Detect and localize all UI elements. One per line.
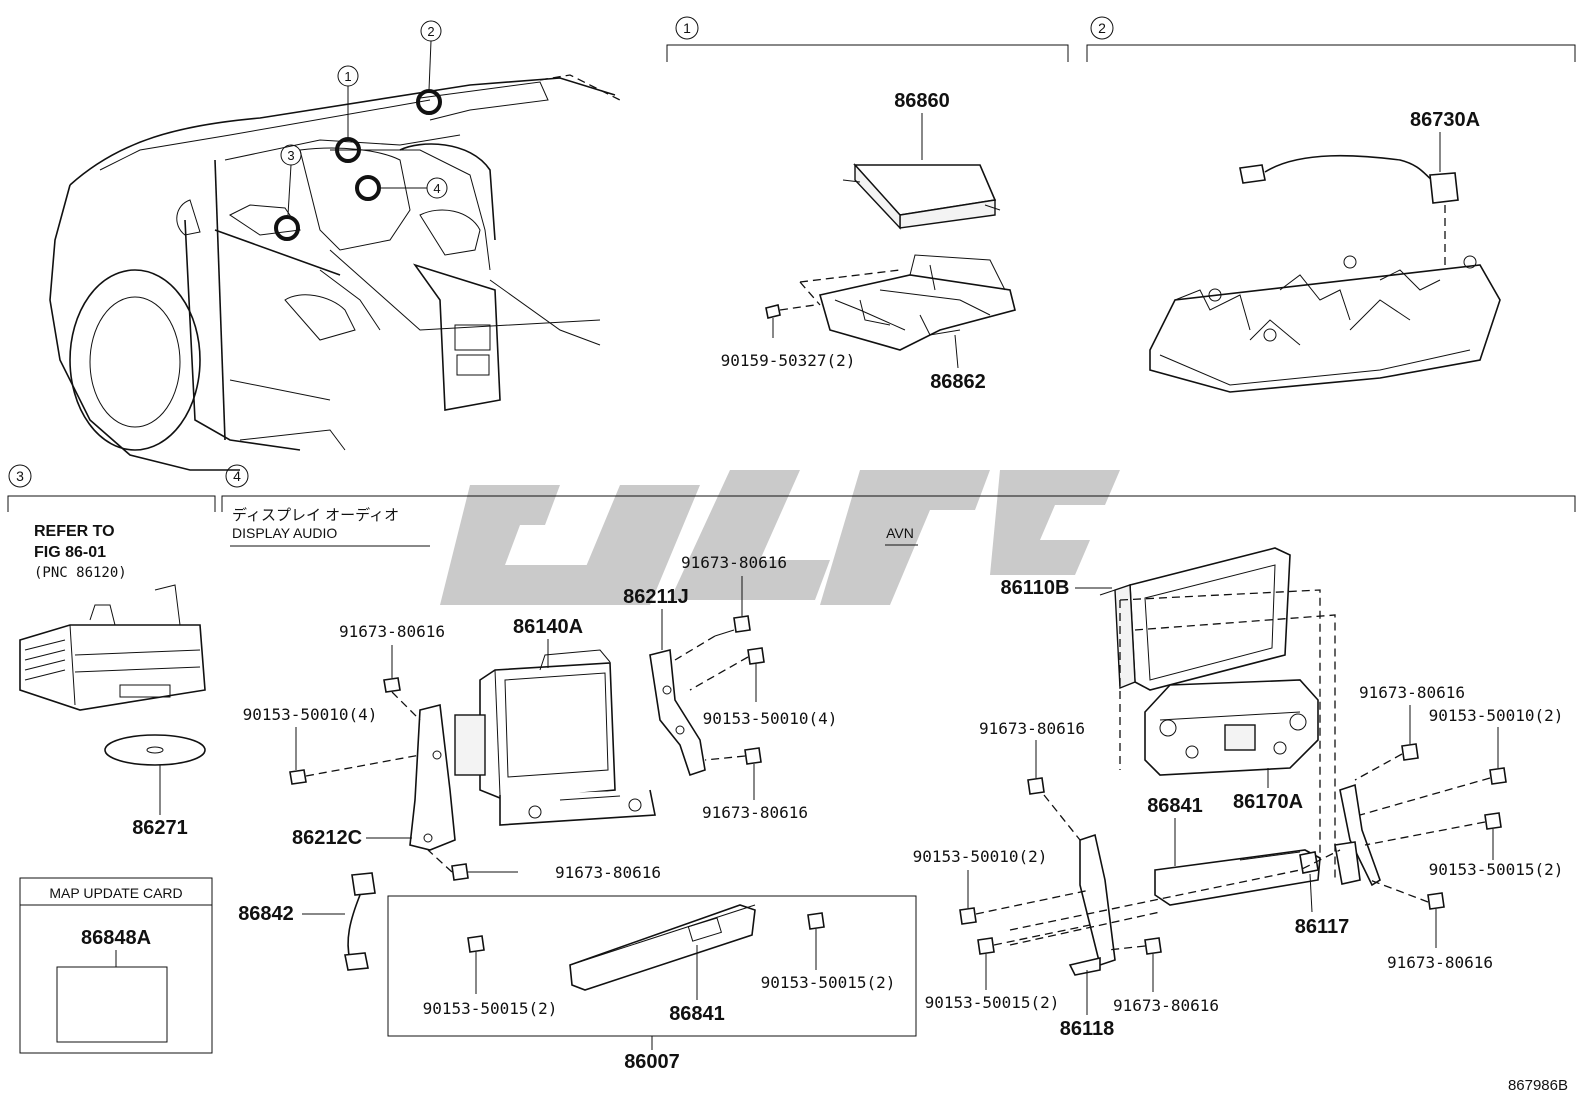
bolt-91673-80616-b4 — [1369, 879, 1445, 948]
navigation-unit-drawing — [19, 584, 206, 711]
bracket-86212C — [409, 704, 486, 851]
screw-90153-50010-b1 — [959, 870, 1091, 925]
bolt-91673-80616-b1 — [1027, 740, 1081, 841]
display-unit-86110B — [1099, 547, 1291, 691]
cable-86842 — [344, 872, 376, 971]
part-86860-module — [842, 163, 1001, 230]
label-screw-b4: 90153-50015(2) — [1429, 860, 1564, 879]
label-86212C: 86212C — [292, 827, 362, 849]
overview-callout-4: 4 — [355, 175, 448, 201]
label-86140A: 86140A — [513, 616, 583, 638]
callout-2-number: 2 — [427, 24, 434, 39]
label-86170A: 86170A — [1233, 791, 1303, 813]
label-86730A: 86730A — [1410, 109, 1480, 131]
section-2-bracket: 2 — [1086, 16, 1576, 62]
label-bolt-b3: 91673-80616 — [1359, 683, 1465, 702]
module-86841-a — [569, 904, 756, 991]
label-bolt-b2: 91673-80616 — [1113, 996, 1219, 1015]
label-screw-a2: 90153-50010(4) — [703, 709, 838, 728]
section-1-bracket: 1 — [666, 16, 1069, 62]
label-bolt-b4: 91673-80616 — [1387, 953, 1493, 972]
map-update-card-title: MAP UPDATE CARD — [49, 885, 182, 901]
avn-title: AVN — [886, 525, 914, 541]
label-bolt-b1: 91673-80616 — [979, 719, 1085, 738]
section-3-number: 3 — [16, 468, 24, 484]
refer-text-line2: FIG 86-01 — [34, 544, 106, 561]
label-screw-a1: 90153-50010(4) — [243, 705, 378, 724]
bolt-91673-80616-b2 — [1107, 937, 1162, 992]
vehicle-interior-overview — [49, 74, 621, 471]
label-86848A: 86848A — [81, 927, 151, 949]
map-update-card-drawing — [56, 966, 168, 1043]
section-4-number: 4 — [233, 468, 241, 484]
screw-90153-50010-a2 — [689, 647, 765, 702]
bracket-86118 — [1068, 833, 1116, 976]
overview-callout-3: 3 — [274, 144, 302, 241]
screw-90153-50015-box1 — [467, 935, 485, 994]
bolt-91673-80616-a4 — [427, 849, 518, 881]
label-86118: 86118 — [1060, 1018, 1115, 1040]
label-screw-box2: 90153-50015(2) — [761, 973, 896, 992]
label-bolt-a1: 91673-80616 — [339, 622, 445, 641]
label-86117: 86117 — [1295, 916, 1350, 938]
section-3-bracket: 3 — [7, 464, 216, 512]
label-86211J: 86211J — [623, 586, 689, 608]
section-2-number: 2 — [1098, 20, 1106, 36]
bolt-91673-80616-b3 — [1354, 705, 1419, 781]
section-1-number: 1 — [683, 20, 691, 36]
label-bolt-a3: 91673-80616 — [702, 803, 808, 822]
label-screw-b3: 90153-50015(2) — [925, 993, 1060, 1012]
bolt-91673-80616-a2 — [674, 576, 751, 661]
part-86730A-harness — [1239, 154, 1459, 310]
screw-90153-50015-b1 — [977, 924, 1091, 990]
part-86862-bracket — [818, 254, 1016, 351]
section-4-bracket: 4 — [221, 464, 1576, 512]
screw-90153-50015-b2 — [1364, 812, 1502, 860]
refer-text-line3: (PNC 86120) — [34, 565, 127, 581]
label-86271: 86271 — [132, 817, 188, 839]
display-audio-title: DISPLAY AUDIO — [232, 525, 337, 541]
display-audio-jp-title: ディスプレイ オーディオ — [232, 506, 399, 524]
label-bolt-a2: 91673-80616 — [681, 553, 787, 572]
label-86007: 86007 — [624, 1051, 680, 1073]
callout-3-number: 3 — [287, 148, 294, 163]
overhead-console-panel — [1149, 255, 1501, 393]
label-86841-b: 86841 — [1147, 795, 1203, 817]
control-unit-86170A — [1144, 679, 1319, 776]
bolt-91673-80616-a1 — [383, 645, 421, 721]
label-bolt-a4: 91673-80616 — [555, 863, 661, 882]
diagram-id: 867986B — [1508, 1077, 1568, 1094]
overview-callout-1: 1 — [335, 65, 361, 163]
callout-1-number: 1 — [344, 69, 351, 84]
map-update-card-box: MAP UPDATE CARD 86848A — [19, 877, 213, 1054]
module-86841-b — [1154, 849, 1321, 906]
label-86860: 86860 — [894, 90, 950, 112]
refer-text-line1: REFER TO — [34, 523, 115, 540]
screw-90153-50015-box2 — [807, 912, 825, 970]
label-90159-50327: 90159-50327(2) — [721, 351, 856, 370]
vent-grid — [24, 639, 66, 681]
label-screw-box1: 90153-50015(2) — [423, 999, 558, 1018]
callout-4-number: 4 — [433, 181, 440, 196]
label-screw-b1: 90153-50010(2) — [913, 847, 1048, 866]
overview-callout-2: 2 — [416, 20, 442, 115]
bolt-91673-80616-a3 — [704, 747, 762, 800]
label-86862: 86862 — [930, 371, 986, 393]
label-86842: 86842 — [238, 903, 294, 925]
label-screw-b2: 90153-50010(2) — [1429, 706, 1564, 725]
label-86841-a: 86841 — [669, 1003, 725, 1025]
bolt-90159-50327 — [765, 304, 816, 338]
label-86110B: 86110B — [1001, 577, 1070, 599]
screw-90153-50010-a1 — [289, 727, 421, 785]
bracket-86211J — [649, 648, 706, 777]
bracket-86117 — [1299, 783, 1381, 887]
disc-86271 — [104, 734, 206, 815]
screw-90153-50010-b2 — [1359, 727, 1507, 816]
display-unit-86140A — [479, 649, 656, 826]
